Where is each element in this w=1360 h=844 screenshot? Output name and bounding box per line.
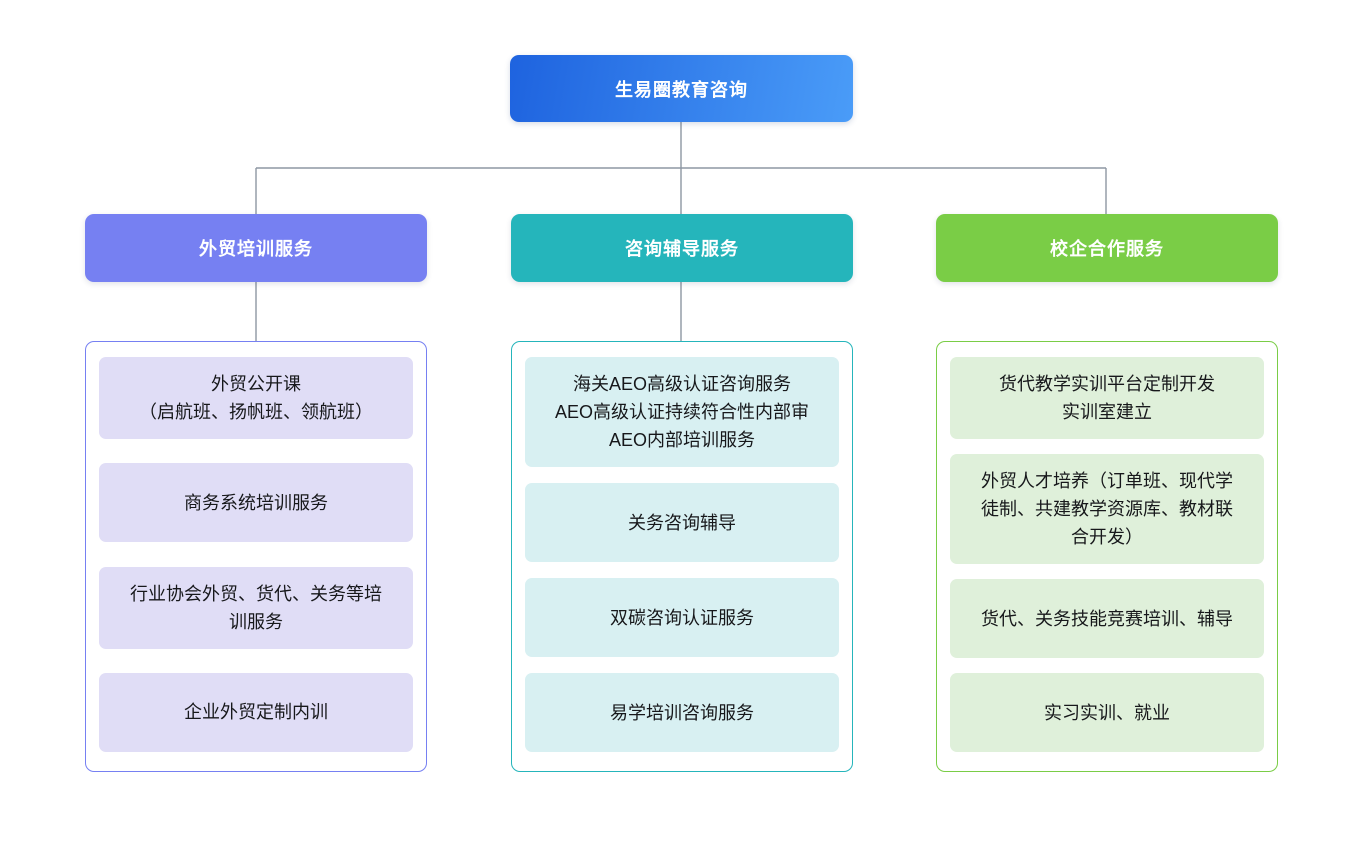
service-item[interactable]: 易学培训咨询服务 <box>525 673 839 752</box>
service-item-label: 货代、关务技能竞赛培训、辅导 <box>981 608 1233 629</box>
service-item[interactable]: 关务咨询辅导 <box>525 483 839 562</box>
root-node-label: 生易圈教育咨询 <box>615 79 748 100</box>
service-item[interactable]: 双碳咨询认证服务 <box>525 578 839 657</box>
service-item[interactable]: 外贸人才培养（订单班、现代学徒制、共建教学资源库、教材联合开发） <box>950 454 1264 564</box>
service-item-label: 海关AEO高级认证咨询服务 AEO高级认证持续符合性内部审 AEO内部培训服务 <box>554 374 809 450</box>
service-item-label: 行业协会外贸、货代、关务等培训服务 <box>130 583 382 632</box>
service-item-label: 外贸人才培养（订单班、现代学徒制、共建教学资源库、教材联合开发） <box>981 471 1233 547</box>
branch-column-trade-training: 外贸培训服务 外贸公开课 （启航班、扬帆班、领航班） 商务系统培训服务 行业协会… <box>85 214 427 772</box>
root-node[interactable]: 生易圈教育咨询 <box>510 55 853 122</box>
service-item[interactable]: 企业外贸定制内训 <box>99 672 413 752</box>
branch-header-label: 外贸培训服务 <box>199 239 313 259</box>
branch-header-consulting[interactable]: 咨询辅导服务 <box>511 214 853 282</box>
service-item-label: 关务咨询辅导 <box>628 512 736 533</box>
service-item[interactable]: 外贸公开课 （启航班、扬帆班、领航班） <box>99 357 413 439</box>
branch-header-trade-training[interactable]: 外贸培训服务 <box>85 214 427 282</box>
service-item-label: 商务系统培训服务 <box>184 492 328 513</box>
service-item-label: 双碳咨询认证服务 <box>610 607 754 628</box>
service-item-label: 易学培训咨询服务 <box>610 702 754 723</box>
service-item[interactable]: 海关AEO高级认证咨询服务 AEO高级认证持续符合性内部审 AEO内部培训服务 <box>525 357 839 467</box>
service-item-label: 实习实训、就业 <box>1044 702 1170 723</box>
service-item[interactable]: 货代、关务技能竞赛培训、辅导 <box>950 579 1264 658</box>
branch-panel-consulting: 海关AEO高级认证咨询服务 AEO高级认证持续符合性内部审 AEO内部培训服务 … <box>511 341 853 772</box>
branch-header-school-enterprise[interactable]: 校企合作服务 <box>936 214 1278 282</box>
service-item[interactable]: 实习实训、就业 <box>950 673 1264 752</box>
service-item[interactable]: 行业协会外贸、货代、关务等培训服务 <box>99 566 413 649</box>
branch-column-school-enterprise: 校企合作服务 货代教学实训平台定制开发 实训室建立 外贸人才培养（订单班、现代学… <box>936 214 1278 772</box>
service-item-label: 企业外贸定制内训 <box>184 702 328 723</box>
branch-header-label: 咨询辅导服务 <box>625 239 739 259</box>
branch-column-consulting: 咨询辅导服务 海关AEO高级认证咨询服务 AEO高级认证持续符合性内部审 AEO… <box>511 214 853 772</box>
branch-header-label: 校企合作服务 <box>1050 239 1164 259</box>
service-item-label: 货代教学实训平台定制开发 实训室建立 <box>999 374 1215 422</box>
service-item-label: 外贸公开课 （启航班、扬帆班、领航班） <box>139 374 373 422</box>
branch-panel-trade-training: 外贸公开课 （启航班、扬帆班、领航班） 商务系统培训服务 行业协会外贸、货代、关… <box>85 341 427 772</box>
service-item[interactable]: 商务系统培训服务 <box>99 463 413 543</box>
branch-panel-school-enterprise: 货代教学实训平台定制开发 实训室建立 外贸人才培养（订单班、现代学徒制、共建教学… <box>936 341 1278 772</box>
service-item[interactable]: 货代教学实训平台定制开发 实训室建立 <box>950 357 1264 439</box>
